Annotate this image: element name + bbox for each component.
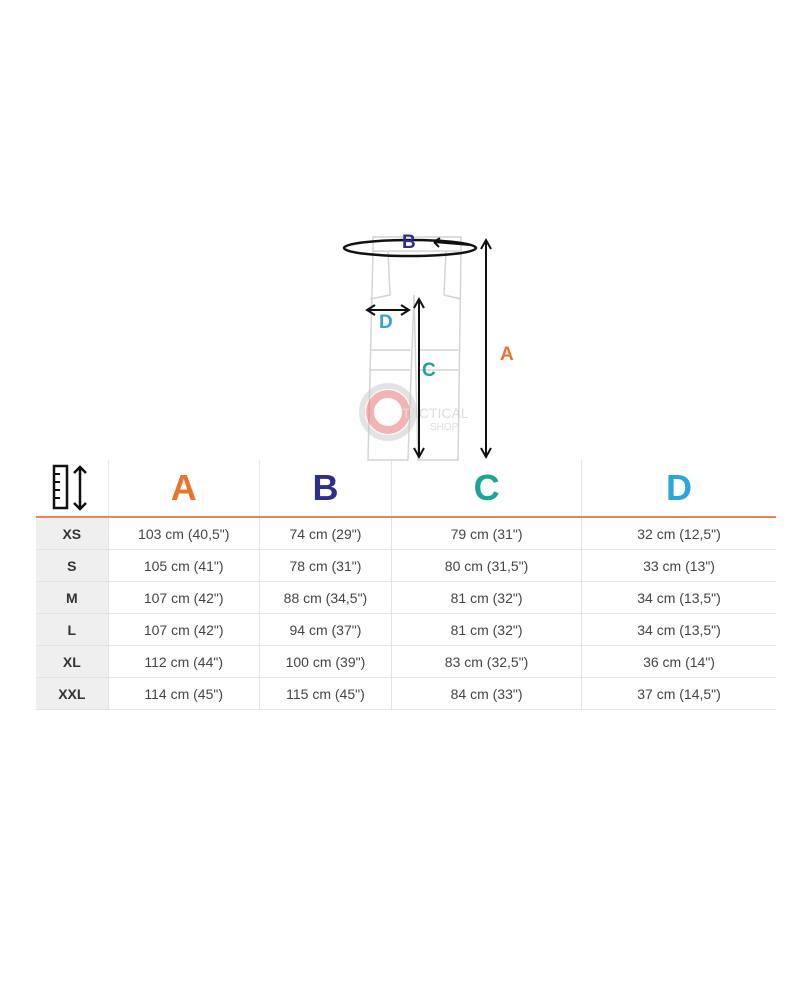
label-a: A [500, 344, 514, 365]
measurement-cell-c: 83 cm (32,5") [391, 646, 581, 677]
measurement-cell-a: 107 cm (42") [107, 614, 259, 645]
measurement-cell-c: 81 cm (32") [391, 614, 581, 645]
size-label: XXL [36, 678, 108, 709]
size-label: S [36, 550, 108, 581]
pants-measurement-diagram: TACTICAL SHOP B D C A [330, 225, 530, 465]
ruler-icon [36, 460, 108, 516]
measurement-cell-c: 84 cm (33") [391, 678, 581, 709]
measurement-cell-d: 32 cm (12,5") [581, 518, 776, 549]
measurement-cell-b: 78 cm (31") [258, 550, 391, 581]
measurement-cell-b: 94 cm (37") [258, 614, 391, 645]
measurement-cell-b: 115 cm (45") [258, 678, 391, 709]
measurement-cell-c: 81 cm (32") [391, 582, 581, 613]
watermark-text-2: SHOP [430, 422, 459, 433]
measurement-cell-d: 34 cm (13,5") [581, 582, 776, 613]
measurement-cell-a: 107 cm (42") [107, 582, 259, 613]
header-d: D [581, 460, 776, 516]
watermark-logo: TACTICAL SHOP [359, 383, 469, 441]
pants-outline-icon: TACTICAL SHOP [342, 236, 492, 461]
measurement-cell-c: 80 cm (31,5") [391, 550, 581, 581]
table-header-row: A B C D [36, 460, 776, 518]
measurement-cell-a: 105 cm (41") [107, 550, 259, 581]
size-label: L [36, 614, 108, 645]
label-b: B [402, 232, 416, 253]
measurement-cell-b: 100 cm (39") [258, 646, 391, 677]
measurement-cell-d: 36 cm (14") [581, 646, 776, 677]
measurement-cell-b: 88 cm (34,5") [258, 582, 391, 613]
size-label: M [36, 582, 108, 613]
label-d: D [379, 312, 393, 333]
measurement-cell-a: 112 cm (44") [107, 646, 259, 677]
measurement-cell-d: 37 cm (14,5") [581, 678, 776, 709]
header-a: A [107, 460, 259, 516]
size-label: XL [36, 646, 108, 677]
measurement-cell-a: 103 cm (40,5") [107, 518, 259, 549]
measurement-cell-c: 79 cm (31") [391, 518, 581, 549]
header-b: B [258, 460, 391, 516]
measurement-cell-d: 33 cm (13") [581, 550, 776, 581]
header-c: C [391, 460, 581, 516]
measurement-cell-b: 74 cm (29") [258, 518, 391, 549]
size-label: XS [36, 518, 108, 549]
label-c: C [422, 360, 436, 381]
measurement-cell-d: 34 cm (13,5") [581, 614, 776, 645]
watermark-text: TACTICAL [402, 405, 469, 421]
measurement-cell-a: 114 cm (45") [107, 678, 259, 709]
